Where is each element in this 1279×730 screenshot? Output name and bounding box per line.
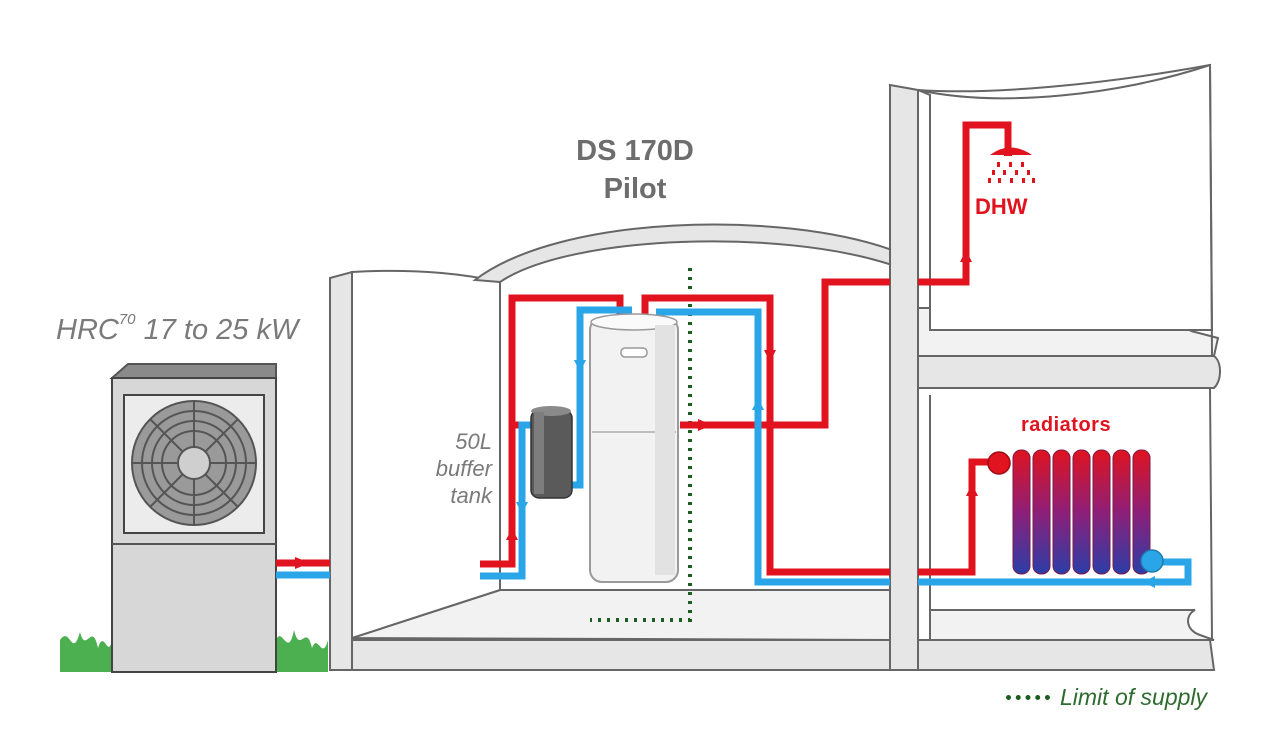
buffer-tank-icon xyxy=(530,406,573,499)
radiator-valve-hot xyxy=(987,451,1011,475)
flow-arrows xyxy=(295,250,1155,588)
dhw-riser xyxy=(918,121,1012,286)
flow-to-cylinder xyxy=(480,294,624,568)
legend: Limit of supply xyxy=(1006,684,1207,711)
grass-left xyxy=(60,632,112,672)
limit-of-supply-line xyxy=(590,268,692,622)
legend-dotted-swatch xyxy=(1006,695,1050,700)
hot-pipes xyxy=(276,121,1012,576)
buffer-tank-word1: buffer xyxy=(435,456,492,481)
roof-curve xyxy=(472,223,893,284)
dhw-label: DHW xyxy=(975,194,1028,219)
central-wall xyxy=(889,83,919,671)
product-variant: Pilot xyxy=(603,173,667,205)
primary-flow-loop xyxy=(641,294,890,576)
product-title: DS 170D Pilot xyxy=(560,132,710,208)
ds170d-cylinder-icon xyxy=(589,313,679,583)
cold-pipes xyxy=(276,306,1192,586)
radiators-label: radiators xyxy=(1021,414,1112,436)
radiator-flow xyxy=(918,458,990,576)
heat-pump-unit xyxy=(60,363,328,673)
buffer-tank-word2: tank xyxy=(450,483,492,508)
radiator-valve-cold xyxy=(1140,549,1164,573)
heat-pump-suffix: 17 to 25 kW xyxy=(135,314,299,346)
building-walls xyxy=(329,63,1221,671)
dhw-flow-to-upper xyxy=(680,278,890,429)
heat-pump-label: HRC70 17 to 25 kW xyxy=(56,311,299,347)
legend-limit-of-supply: Limit of supply xyxy=(1060,684,1208,710)
buffer-tank-size: 50L xyxy=(455,429,492,454)
buffer-tank-label: 50L buffer tank xyxy=(410,428,492,509)
radiator-icon xyxy=(1012,449,1151,575)
grass-right xyxy=(276,630,328,672)
heat-pump-prefix: HRC xyxy=(56,314,119,346)
radiator-return xyxy=(918,558,1192,586)
ground-slab xyxy=(349,639,1216,671)
upper-slab xyxy=(917,355,1221,389)
heat-pump-superscript: 70 xyxy=(118,311,136,329)
product-name: DS 170D xyxy=(576,135,694,167)
shower-icon xyxy=(988,147,1035,183)
left-wall xyxy=(329,270,353,671)
primary-return-loop xyxy=(656,308,890,586)
